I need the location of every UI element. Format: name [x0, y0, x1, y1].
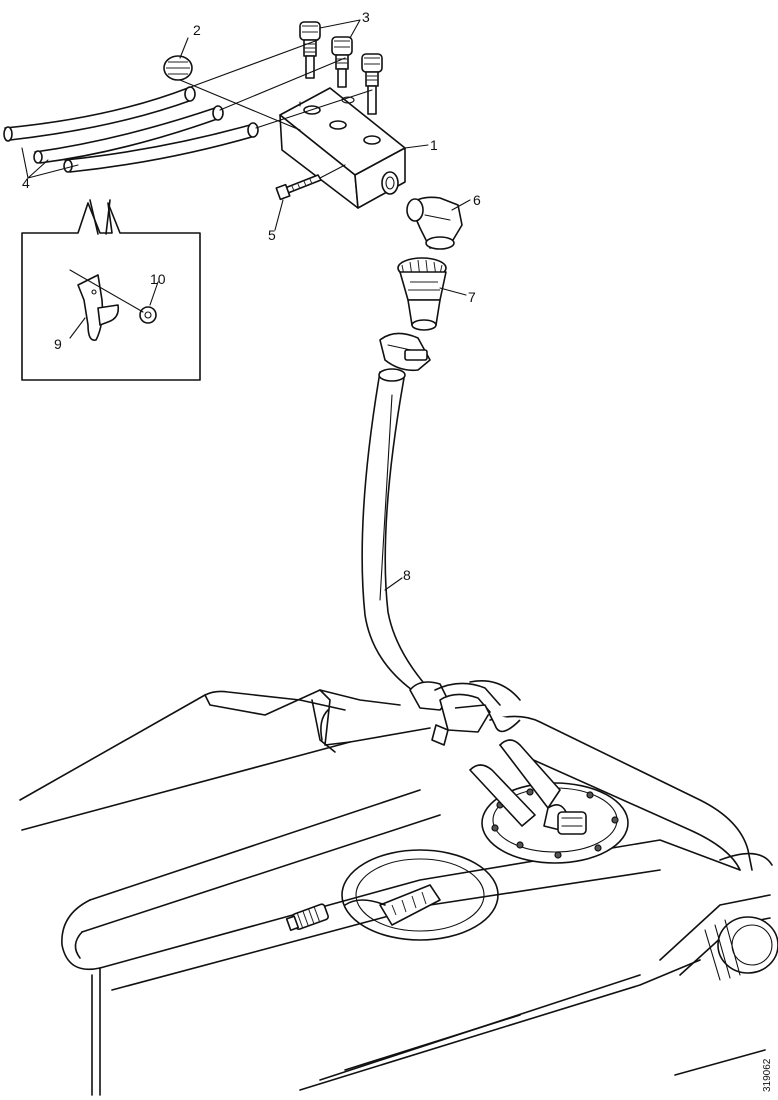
manifold-block: [279, 87, 406, 209]
detail-inset: [21, 199, 201, 381]
callout-1: 1: [430, 137, 438, 153]
callout-3: 3: [362, 9, 370, 25]
bolt: [275, 174, 322, 201]
tank-gauge-unit: [285, 849, 499, 941]
callout-2: 2: [193, 22, 201, 38]
hose-clamp-upper: [379, 332, 431, 372]
callout-9: 9: [54, 336, 62, 352]
callout-8: 8: [403, 567, 411, 583]
callout-10: 10: [150, 271, 166, 287]
callout-7: 7: [468, 289, 476, 305]
fuel-tank: [19, 689, 778, 1096]
callout-6: 6: [473, 192, 481, 208]
clip-nut: [139, 306, 157, 324]
callout-4: 4: [22, 175, 30, 191]
callout-5: 5: [268, 227, 276, 243]
elbow-fitting: [406, 196, 463, 250]
hose-clamp-lower: [409, 680, 521, 746]
hose-clip: [77, 274, 120, 341]
callout-labels: 1 2 3 4 5 6 7 8 9 10: [22, 9, 481, 583]
tank-sender-unit: [469, 739, 629, 864]
plug: [163, 55, 193, 81]
fuel-hose: [361, 368, 429, 691]
figure-reference-number: 319062: [762, 1058, 773, 1092]
leader-lines: [21, 19, 471, 591]
hoses: [3, 86, 259, 173]
connector-fitting: [397, 257, 447, 331]
